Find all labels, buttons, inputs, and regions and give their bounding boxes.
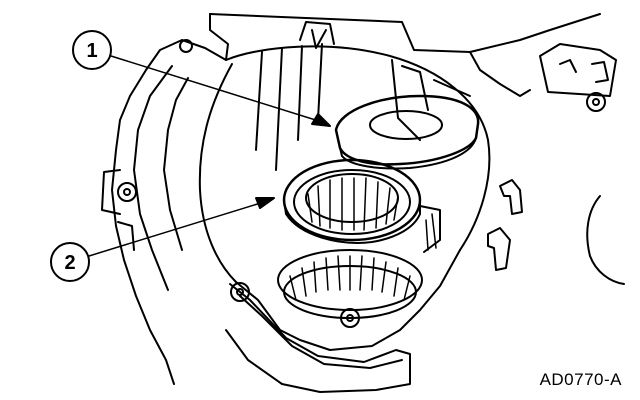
callout-2-number: 2 xyxy=(64,252,75,274)
callout-1-number: 1 xyxy=(86,40,97,62)
lower-drum xyxy=(277,249,423,328)
bearing-assembly xyxy=(282,158,441,253)
callout-1-arrowhead xyxy=(311,113,331,127)
figure-code: AD0770-A xyxy=(539,370,622,389)
case-housing xyxy=(101,13,601,385)
callout-1: 1 xyxy=(72,30,331,127)
callout-2-arrowhead xyxy=(255,197,275,209)
case-right-side xyxy=(469,43,625,285)
callout-2-leader xyxy=(88,201,265,257)
callout-1-leader xyxy=(110,55,323,123)
thrust-washer xyxy=(334,94,480,170)
callout-2: 2 xyxy=(50,197,275,282)
pan-gasket-rail xyxy=(225,282,411,393)
